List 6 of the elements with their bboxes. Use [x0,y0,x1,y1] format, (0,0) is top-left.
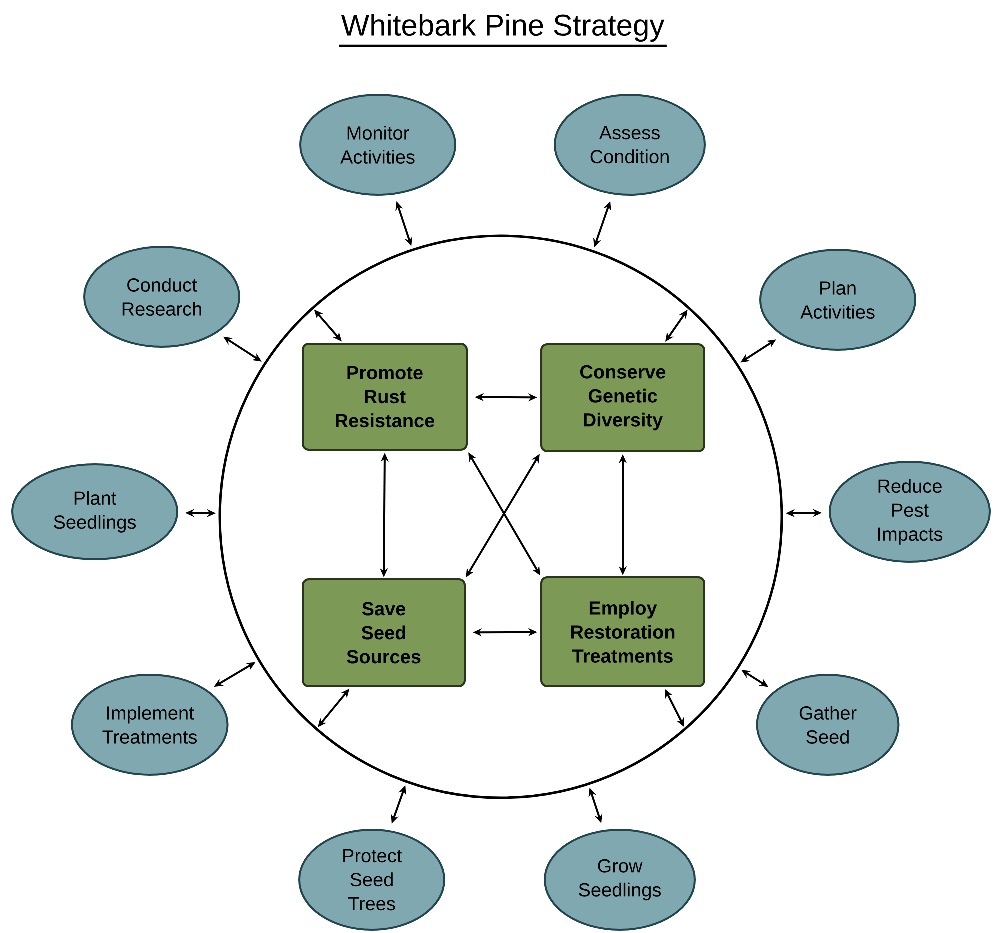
strategy-box: Conserve Genetic Diversity [540,344,706,452]
strategy-box: Employ Restoration Treatments [540,576,706,688]
boundary-circle [218,234,784,800]
strategy-box: Save Seed Sources [302,578,466,688]
title: Whitebark Pine Strategy [339,14,667,48]
strategy-box: Promote Rust Resistance [302,343,468,451]
